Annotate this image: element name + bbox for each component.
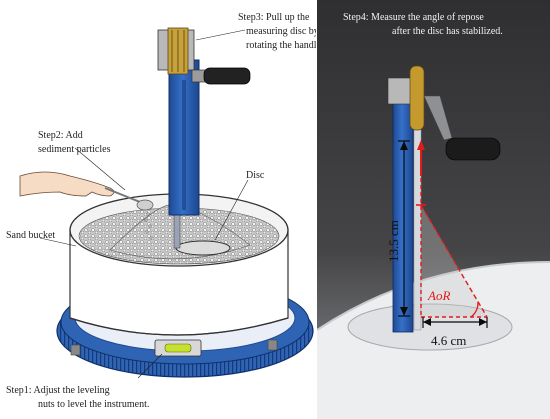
step1-line2: nuts to level the instrument. — [38, 399, 149, 410]
step4-line2: after the disc has stabilized. — [392, 26, 503, 37]
leveling-nut-right — [267, 339, 278, 351]
step1-line1: Step1: Adjust the leveling — [6, 385, 110, 396]
photo-base-disc — [347, 303, 513, 351]
photo-handle — [445, 137, 501, 161]
leveling-nut-left — [70, 344, 81, 356]
leader-step1 — [137, 353, 163, 379]
step3-line2: measuring disc by — [246, 26, 319, 37]
step2-line1: Step2: Add — [38, 130, 83, 141]
aor-annotation — [416, 140, 488, 318]
aor-angle-arc — [470, 301, 479, 318]
step2-line2: sediment particles — [38, 144, 111, 155]
leader-step2 — [74, 147, 126, 191]
step4-line1: Step4: Measure the angle of repose — [343, 12, 484, 23]
photo-rod — [413, 121, 422, 331]
rotating-handle — [203, 67, 251, 85]
height-label: 13.5 cm — [386, 220, 401, 262]
leader-disc — [214, 179, 249, 241]
aor-slope-line — [420, 204, 488, 318]
bubble-level-vial — [164, 343, 192, 353]
hand — [19, 171, 115, 197]
instrument-illustration: Step3: Pull up the measuring disc by rot… — [6, 12, 323, 410]
spoon-bowl — [136, 199, 154, 211]
leader-step3 — [195, 29, 246, 41]
leader-sand-bucket — [39, 237, 77, 247]
dimension-lines — [398, 140, 488, 328]
step3-line1: Step3: Pull up the — [238, 12, 310, 23]
photo-panel: Step4: Measure the angle of repose after… — [316, 0, 550, 419]
photo-crank — [423, 95, 453, 141]
photo-wheel — [409, 65, 425, 131]
step3-line3: rotating the handle. — [246, 40, 323, 51]
sand-bucket-label: Sand bucket — [6, 230, 55, 241]
spoon-handle — [104, 187, 141, 203]
disc-label: Disc — [246, 170, 265, 181]
disc — [175, 240, 231, 256]
aor-label: AoR — [427, 288, 450, 303]
falling-particles — [144, 212, 153, 240]
width-label: 4.6 cm — [431, 333, 466, 348]
